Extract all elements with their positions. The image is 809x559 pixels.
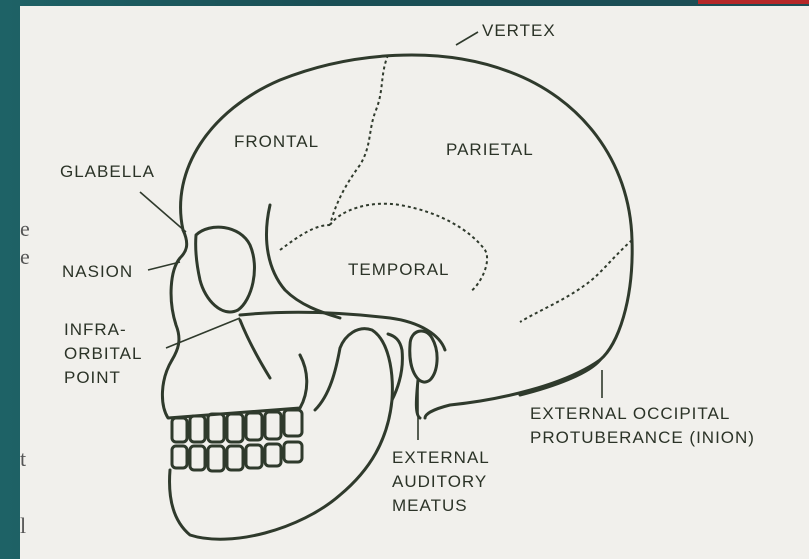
- tooth: [190, 446, 205, 470]
- label-auditory-2: AUDITORY: [392, 472, 487, 492]
- tooth: [265, 412, 281, 439]
- label-occipital-1: EXTERNAL OCCIPITAL: [530, 404, 730, 424]
- tooth: [208, 414, 224, 442]
- cranium-outline: [181, 55, 633, 418]
- label-infraorbital-3: POINT: [64, 368, 121, 388]
- tooth: [284, 410, 302, 436]
- tooth: [227, 446, 243, 470]
- tooth: [227, 414, 243, 442]
- tooth: [172, 446, 187, 468]
- label-auditory-1: EXTERNAL: [392, 448, 490, 468]
- tooth: [246, 413, 262, 440]
- label-infraorbital-2: ORBITAL: [64, 344, 142, 364]
- tooth: [265, 444, 281, 466]
- label-infraorbital-1: INFRA-: [64, 320, 127, 340]
- tooth: [246, 445, 262, 468]
- tooth: [284, 442, 302, 462]
- label-occipital-2: PROTUBERANCE (INION): [530, 428, 755, 448]
- maxilla-outline: [162, 355, 306, 418]
- tooth: [172, 418, 187, 442]
- label-frontal: FRONTAL: [234, 132, 319, 152]
- lambdoid-suture: [520, 240, 632, 322]
- label-auditory-3: MEATUS: [392, 496, 468, 516]
- tooth: [208, 446, 224, 471]
- label-nasion: NASION: [62, 262, 133, 282]
- auditory-meatus: [410, 331, 437, 382]
- label-vertex: VERTEX: [482, 21, 556, 41]
- label-glabella: GLABELLA: [60, 162, 155, 182]
- leader-vertex: [456, 32, 478, 45]
- orbit-outline: [196, 227, 255, 312]
- tooth: [190, 416, 205, 442]
- label-parietal: PARIETAL: [446, 140, 534, 160]
- coronal-suture: [330, 55, 388, 225]
- label-temporal: TEMPORAL: [348, 260, 450, 280]
